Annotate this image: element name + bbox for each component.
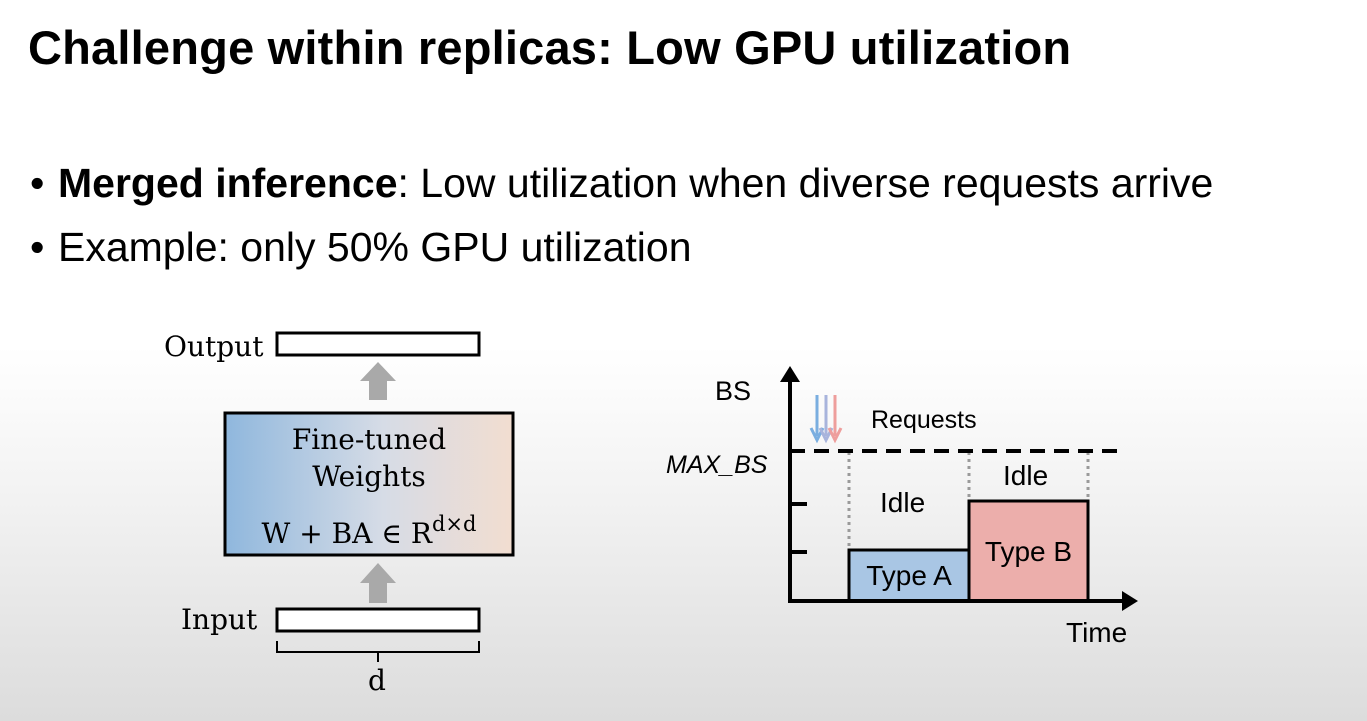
type-a-label: Type A [866,560,952,591]
bullet-text: Example: only 50% GPU utilization [58,224,692,270]
input-vector-box [275,607,481,633]
box-line-2: Weights [312,460,426,493]
request-arrows-icon [809,395,843,444]
output-label: Output [164,330,264,363]
x-axis-arrow-icon [1122,591,1138,611]
bullet-text: : Low utilization when diverse requests … [397,160,1214,206]
box-line-1: Fine-tuned [291,423,447,456]
formula-superscript: d×d [431,512,477,536]
slide-title: Challenge within replicas: Low GPU utili… [28,21,1072,74]
bullet-list: • Merged inference: Low utilization when … [30,155,1213,283]
bullet-item-merged-inference: • Merged inference: Low utilization when … [30,155,1213,219]
idle-label-1: Idle [880,487,926,518]
idle-label-2: Idle [1003,460,1049,491]
bullet-dot: • [30,224,45,270]
output-vector-box [275,331,481,357]
up-arrow-icon [360,563,396,603]
bullet-item-example: • Example: only 50% GPU utilization [30,219,1213,283]
x-axis-label: Time [1066,617,1128,648]
dimension-brace [276,641,480,662]
type-b-bar [967,499,1090,603]
bullet-bold-text: Merged inference [58,160,398,206]
max-bs-label: MAX_BS [666,451,768,479]
type-b-label: Type B [984,536,1073,567]
weights-formula: W + BA ∈ Rd×d [225,512,513,550]
input-label: Input [181,603,258,636]
fine-tuned-weights-box [223,411,515,557]
requests-label: Requests [871,406,977,434]
dimension-label: d [368,664,386,697]
bullet-dot: • [30,160,45,206]
y-axis-label: BS [715,376,752,406]
y-axis-arrow-icon [780,366,800,382]
formula-main: W + BA ∈ R [261,517,432,550]
up-arrow-icon [360,362,396,400]
